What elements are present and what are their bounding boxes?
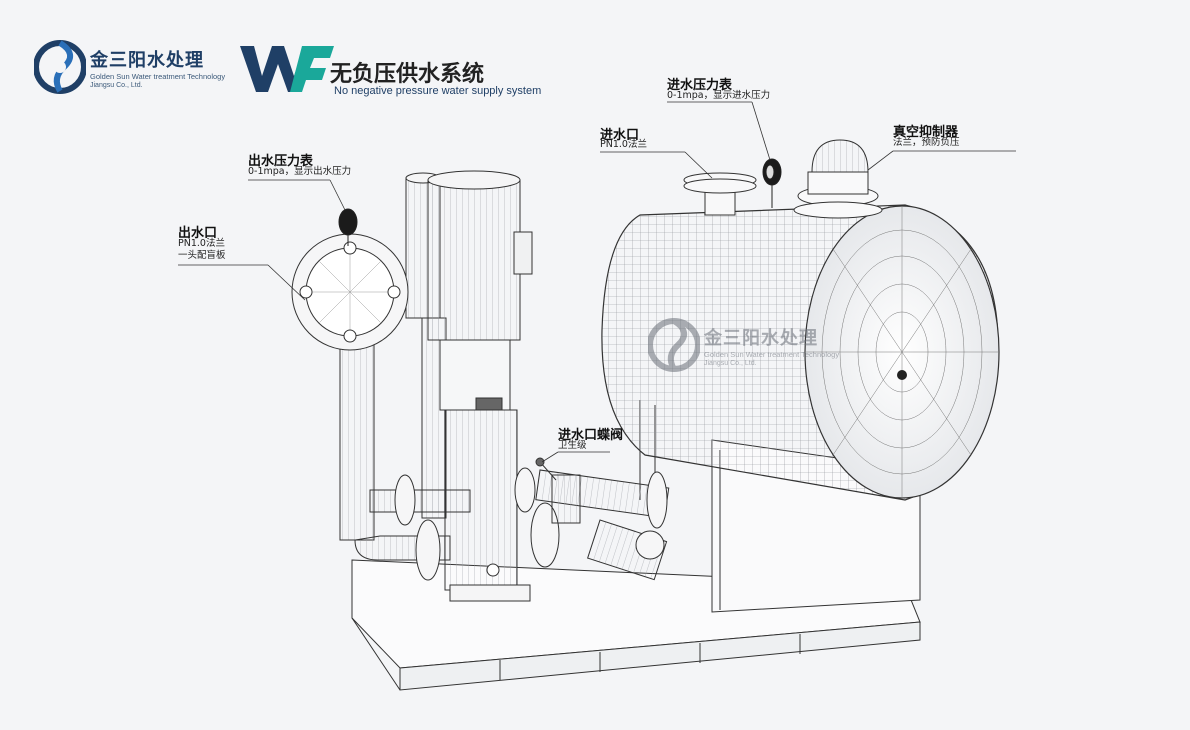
callout-inlet-valve-title: 进水口蝶阀 [558, 428, 624, 443]
butterfly-valve [535, 457, 581, 524]
callout-inlet-gauge-title: 进水压力表 [667, 78, 733, 93]
callout-vacuum-suppressor-spec: 法兰，预防负压 [893, 137, 960, 148]
outlet-manifold [339, 339, 560, 581]
callout-inlet-title: 进水口 [600, 128, 640, 143]
company-logo: 金三阳水处理 Golden Sun Water treatment Techno… [34, 40, 234, 100]
wf-mark-logo [240, 46, 334, 92]
callout-outlet-title: 出水口 [178, 226, 218, 241]
watermark-name-cn: 金三阳水处理 [704, 328, 818, 349]
tank-inlet-nozzle [683, 172, 757, 216]
vacuum-suppressor [793, 139, 883, 219]
company-name-en: Golden Sun Water treatment Technology [90, 72, 226, 81]
outlet-flange [291, 233, 409, 351]
watermark-swirl-icon [648, 318, 700, 372]
callout-leaders [178, 101, 1016, 463]
callout-inlet-valve-spec: 卫生级 [558, 440, 587, 451]
product-title-en: No negative pressure water supply system [334, 85, 542, 97]
product-title-cn: 无负压供水系统 [330, 62, 485, 87]
watermark-name-en: Golden Sun Water treatment Technology [704, 350, 840, 359]
product-title-block: 无负压供水系统 No negative pressure water suppl… [238, 40, 558, 100]
callout-inlet-gauge-spec: 0-1mpa，显示进水压力 [667, 90, 771, 101]
watermark-logo: 金三阳水处理 Golden Sun Water treatment Techno… [648, 318, 868, 378]
company-name-cn: 金三阳水处理 [90, 50, 204, 71]
callout-vacuum-suppressor-title: 真空抑制器 [893, 125, 959, 140]
callout-outlet-note: 一头配盲板 [178, 250, 226, 261]
logo-swirl-icon [34, 40, 86, 94]
callout-outlet-gauge-spec: 0-1mpa，显示出水压力 [248, 166, 352, 177]
outlet-gauge [338, 208, 358, 246]
company-name-en-2: Jiangsu Co., Ltd. [90, 82, 143, 89]
watermark-name-en-2: Jiangsu Co., Ltd. [704, 360, 757, 367]
inlet-gauge [762, 158, 782, 208]
callout-outlet-spec: PN1.0法兰 [178, 238, 225, 249]
tank-body [601, 204, 1000, 501]
callout-inlet-spec: PN1.0法兰 [600, 139, 647, 150]
callout-outlet-gauge-title: 出水压力表 [248, 154, 314, 169]
